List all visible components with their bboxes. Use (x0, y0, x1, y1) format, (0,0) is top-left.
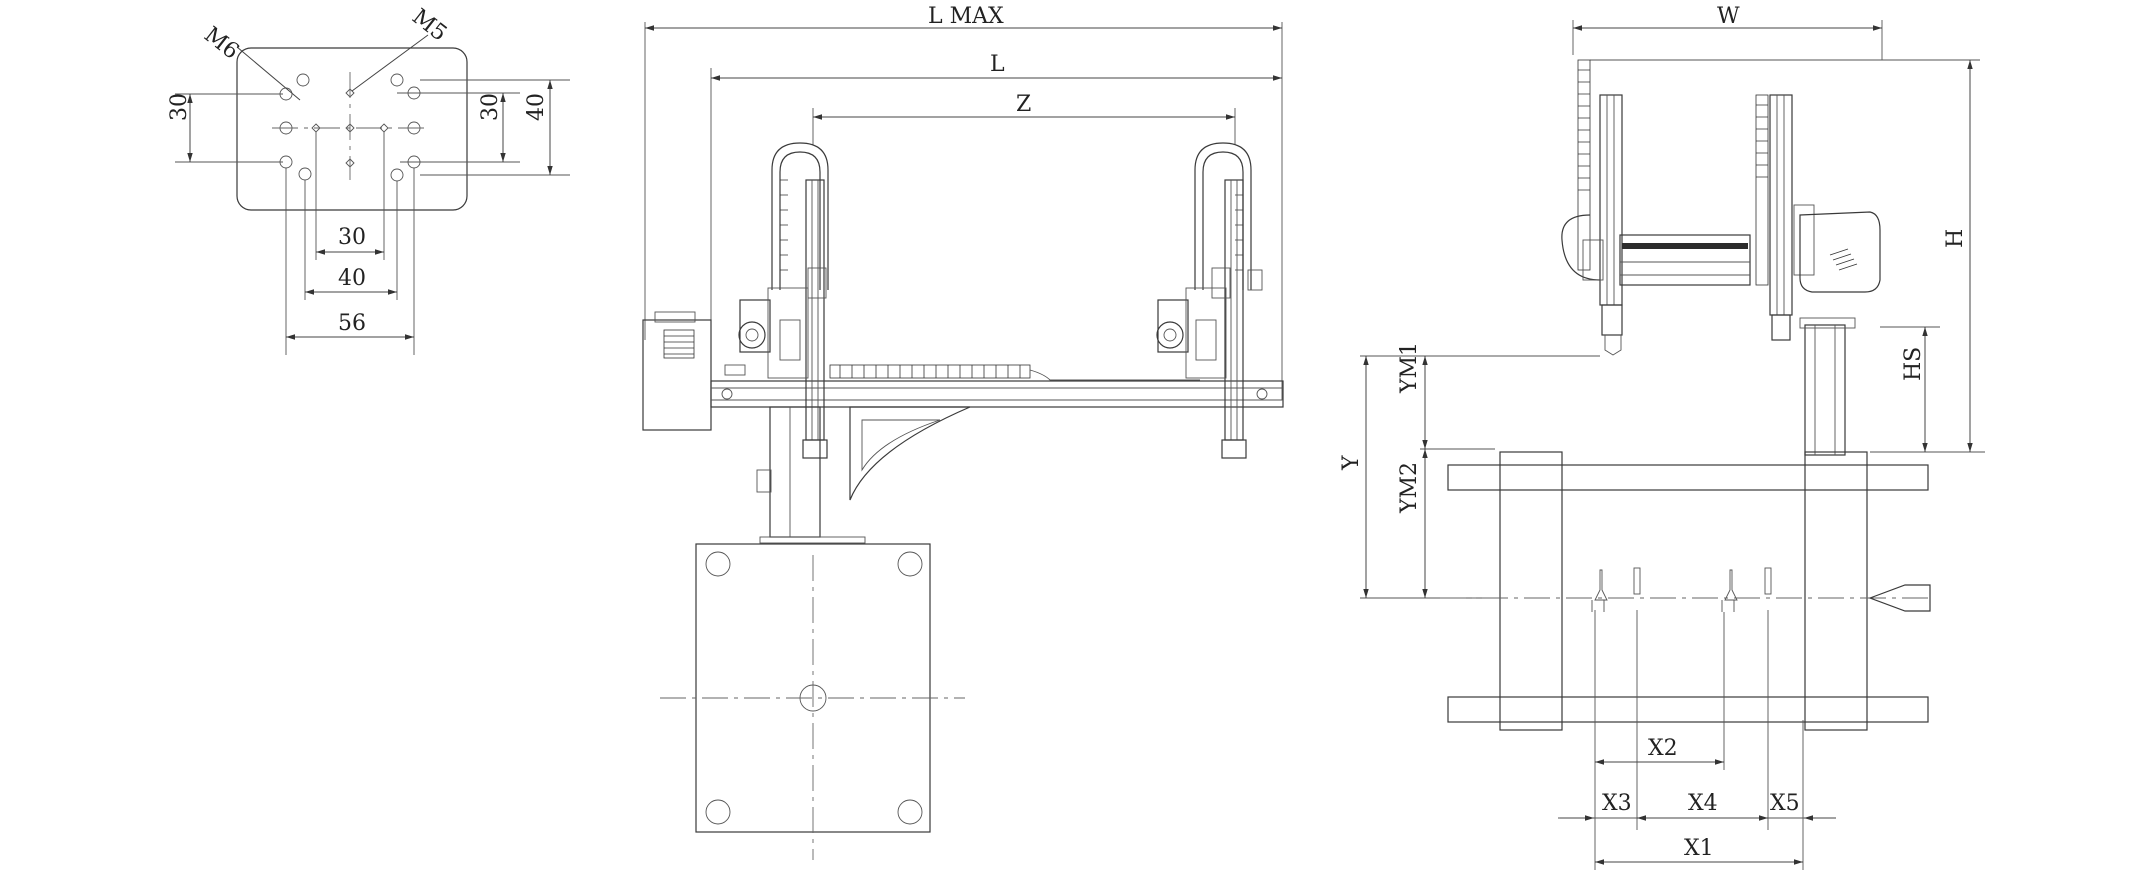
dim-h: H (1943, 229, 1968, 248)
support-column (769, 406, 821, 538)
label-m5: M5 (407, 4, 451, 46)
dim-x2: X2 (1648, 736, 1678, 761)
dim-ym1: YM1 (1397, 342, 1422, 394)
carriage-frame (1619, 234, 1751, 286)
cable-cover (1799, 211, 1881, 293)
label-m6: M6 (199, 22, 243, 64)
machine-platen (1440, 451, 1931, 731)
traverse-beam (710, 380, 1284, 408)
dim-z: Z (1016, 92, 1031, 117)
dim-x5: X5 (1770, 791, 1800, 816)
dim-x4: X4 (1688, 791, 1718, 816)
control-cabinet (642, 319, 712, 431)
dim-y: Y (1339, 455, 1364, 471)
dim-lmax: L MAX (928, 4, 1004, 29)
dim-x3: X3 (1602, 791, 1632, 816)
dim-l: L (990, 52, 1005, 77)
right-vertical-arm (1156, 142, 1263, 459)
dim-x1: X1 (1684, 836, 1714, 861)
dim-w: W (1717, 4, 1740, 29)
dim-right-30: 30 (478, 93, 503, 121)
dim-ym2: YM2 (1397, 462, 1422, 514)
front-view: L MAX L Z (642, 4, 1284, 860)
dim-bottom-30: 30 (338, 225, 366, 250)
side-view: W H HS Y YM1 YM2 (1339, 4, 1985, 870)
support-bracket (849, 406, 971, 501)
dim-left-30: 30 (167, 93, 192, 121)
side-post (1804, 324, 1846, 456)
dim-bottom-40: 40 (338, 266, 366, 291)
dim-bottom-56: 56 (338, 311, 366, 336)
dim-hs: HS (1901, 347, 1926, 381)
flange-view: M6 M5 30 30 40 30 40 56 (167, 4, 570, 355)
left-vertical-arm (724, 142, 829, 459)
side-carriage (1561, 59, 1881, 456)
dim-right-40: 40 (524, 93, 549, 121)
grippers (1591, 567, 1772, 612)
flange-plate (236, 47, 468, 211)
